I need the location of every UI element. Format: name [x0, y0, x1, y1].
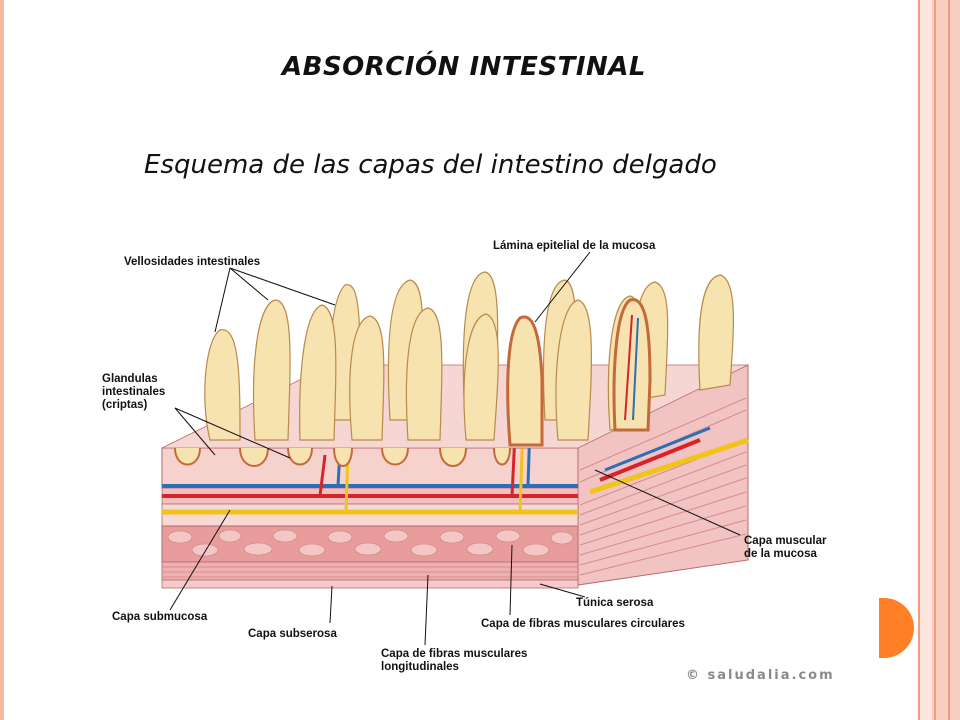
- label-capa-subserosa: Capa subserosa: [248, 628, 337, 640]
- credit-watermark: © saludalia.com: [686, 668, 835, 683]
- label-capa-fibras-longitudinales: Capa de fibras musculares longitudinales: [381, 648, 528, 673]
- frame-right-line: [934, 0, 936, 720]
- crypts: [174, 447, 511, 467]
- slide-title: ABSORCIÓN INTESTINAL: [282, 52, 646, 82]
- frame-right-line: [918, 0, 920, 720]
- label-vellosidades: Vellosidades intestinales: [124, 256, 261, 268]
- frame-left-border: [0, 0, 4, 720]
- label-glandulas: Glandulas intestinales (criptas): [102, 373, 166, 411]
- frame-right-inner: [920, 0, 932, 720]
- front-face: [161, 329, 579, 589]
- label-lamina-epitelial: Lámina epitelial de la mucosa: [493, 240, 656, 252]
- slide-tab-marker: [879, 598, 914, 658]
- slide-subtitle: Esquema de las capas del intestino delga…: [144, 150, 717, 180]
- villi-front-row: [204, 295, 645, 441]
- intestine-layers-illustration: [161, 251, 749, 646]
- label-capa-submucosa: Capa submucosa: [112, 611, 208, 623]
- label-capa-fibras-circulares: Capa de fibras musculares circulares: [481, 618, 685, 630]
- label-capa-muscular-mucosa: Capa muscular de la mucosa: [744, 535, 827, 560]
- leader-lines: [169, 251, 741, 646]
- frame-right-line: [948, 0, 950, 720]
- label-tunica-serosa: Túnica serosa: [576, 597, 654, 609]
